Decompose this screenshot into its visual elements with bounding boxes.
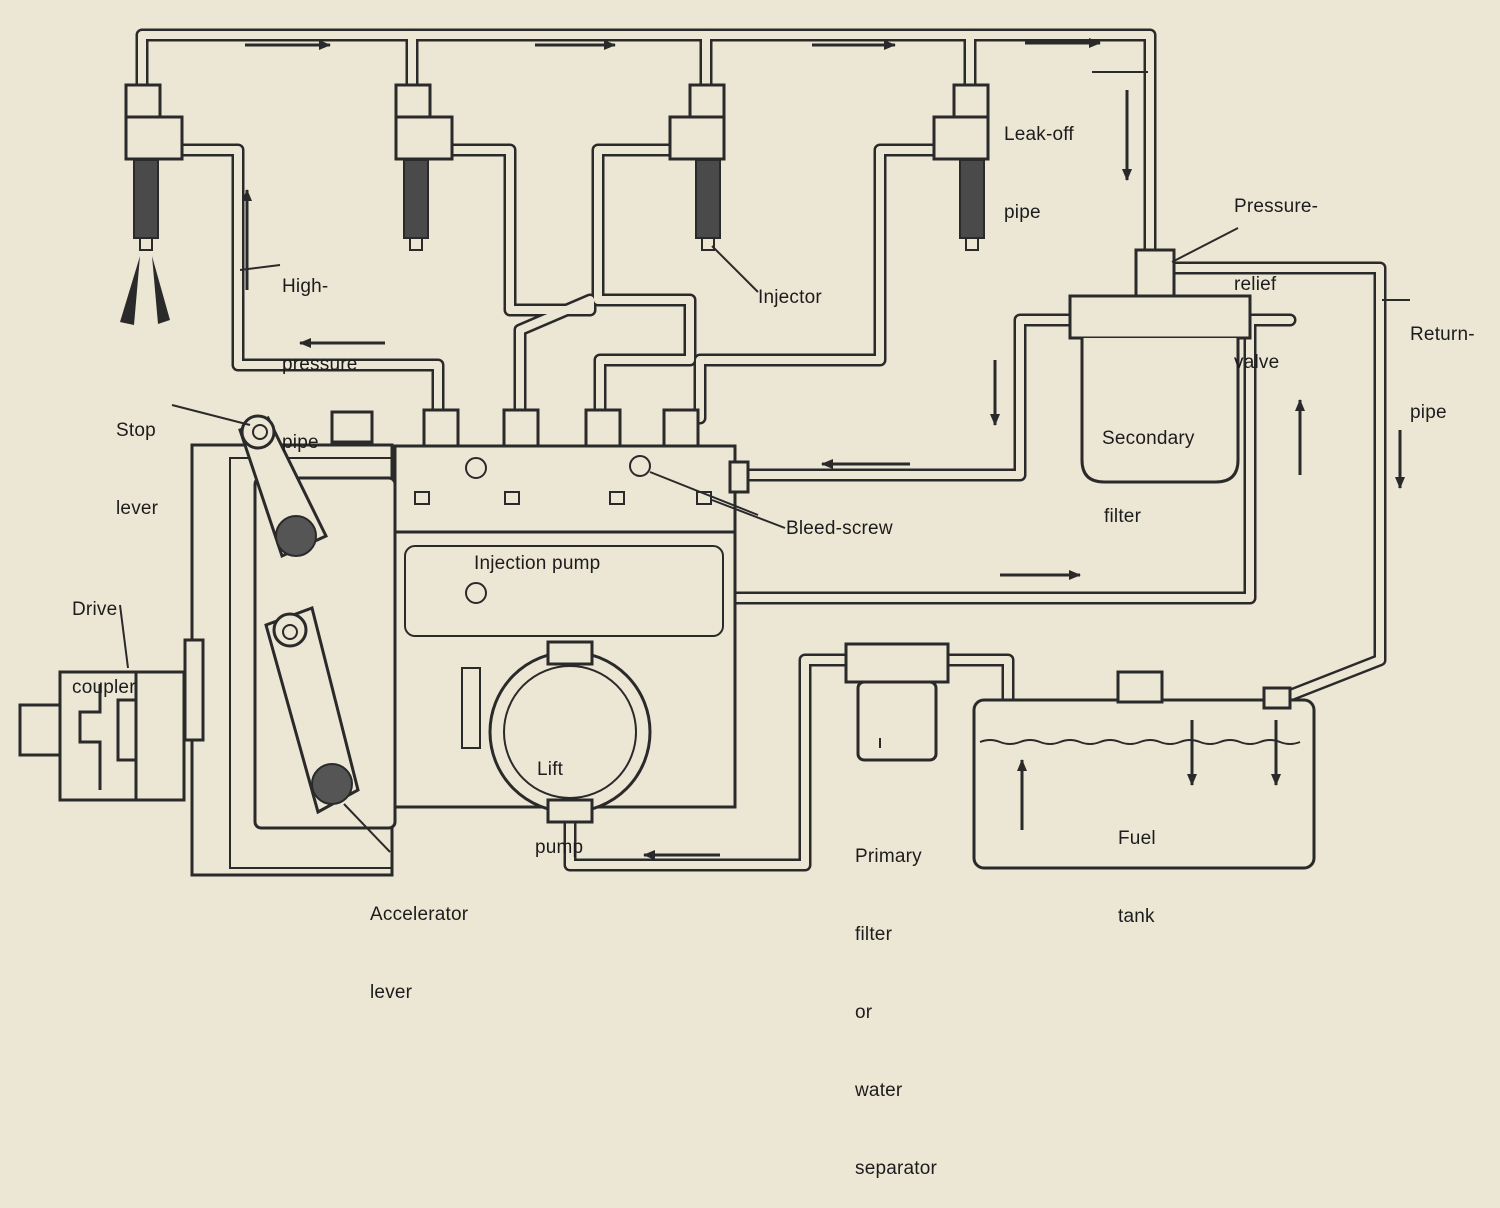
label-primary-filter: Primary filter or water separator [855,846,938,1179]
fuel-tank [972,670,1316,870]
label-secondary-filter: Secondary filter [1102,428,1195,527]
label-stop-lever: Stop lever [116,420,159,519]
label-pressure-relief-valve: Pressure- relief valve [1234,196,1319,373]
injector-1 [120,83,184,325]
label-bleed-screw: Bleed-screw [786,518,893,539]
leader-lines [119,71,1410,853]
secondary-filter [1068,248,1252,484]
stop-lever [238,414,329,559]
accelerator-lever [264,606,360,815]
injector-2 [394,83,454,251]
label-drive-coupler: Drive coupler [72,599,136,698]
diagram-drawing [18,28,1410,877]
injector-4 [932,83,990,251]
label-accelerator-lever: Accelerator lever [370,904,469,1003]
label-high-pressure-pipe: High- pressure pipe [282,276,358,453]
injector-3 [668,83,726,251]
high-pressure-pipes [173,143,939,425]
primary-filter [844,642,950,762]
injection-pump [183,408,750,877]
drive-coupler [18,670,186,802]
label-lift-pump: Lift pump [535,759,584,858]
label-leak-off-pipe: Leak-off pipe [1004,124,1074,223]
label-injector: Injector [758,287,822,308]
label-fuel-tank: Fuel tank [1118,828,1156,927]
fuel-system-diagram: Leak-off pipe Pressure- relief valve Hig… [18,28,1475,1179]
label-return-pipe: Return- pipe [1410,324,1475,423]
label-injection-pump: Injection pump [474,553,601,574]
flow-arrows [242,38,1405,860]
lift-pump [488,640,652,824]
